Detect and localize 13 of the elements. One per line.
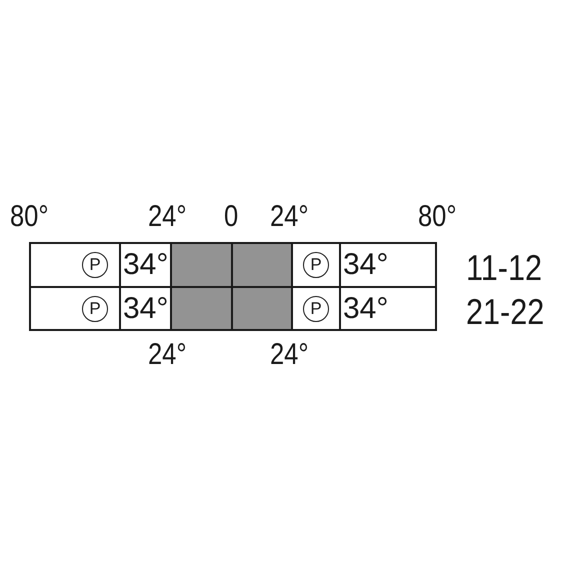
contact-label: 11-12 (466, 250, 542, 286)
position-circle: P (303, 252, 329, 278)
angle-label: 80° (10, 202, 49, 232)
angle-label: 24° (148, 340, 187, 370)
angle-label: 80° (418, 202, 457, 232)
contact-label: 21-22 (466, 294, 544, 330)
position-circle: P (82, 252, 108, 278)
angle-label: 0 (224, 202, 238, 232)
angle-label: 24° (270, 202, 309, 232)
angle-label: 24° (270, 340, 309, 370)
angle-label: 24° (148, 202, 187, 232)
position-circle: P (303, 296, 329, 322)
position-circle: P (82, 296, 108, 322)
